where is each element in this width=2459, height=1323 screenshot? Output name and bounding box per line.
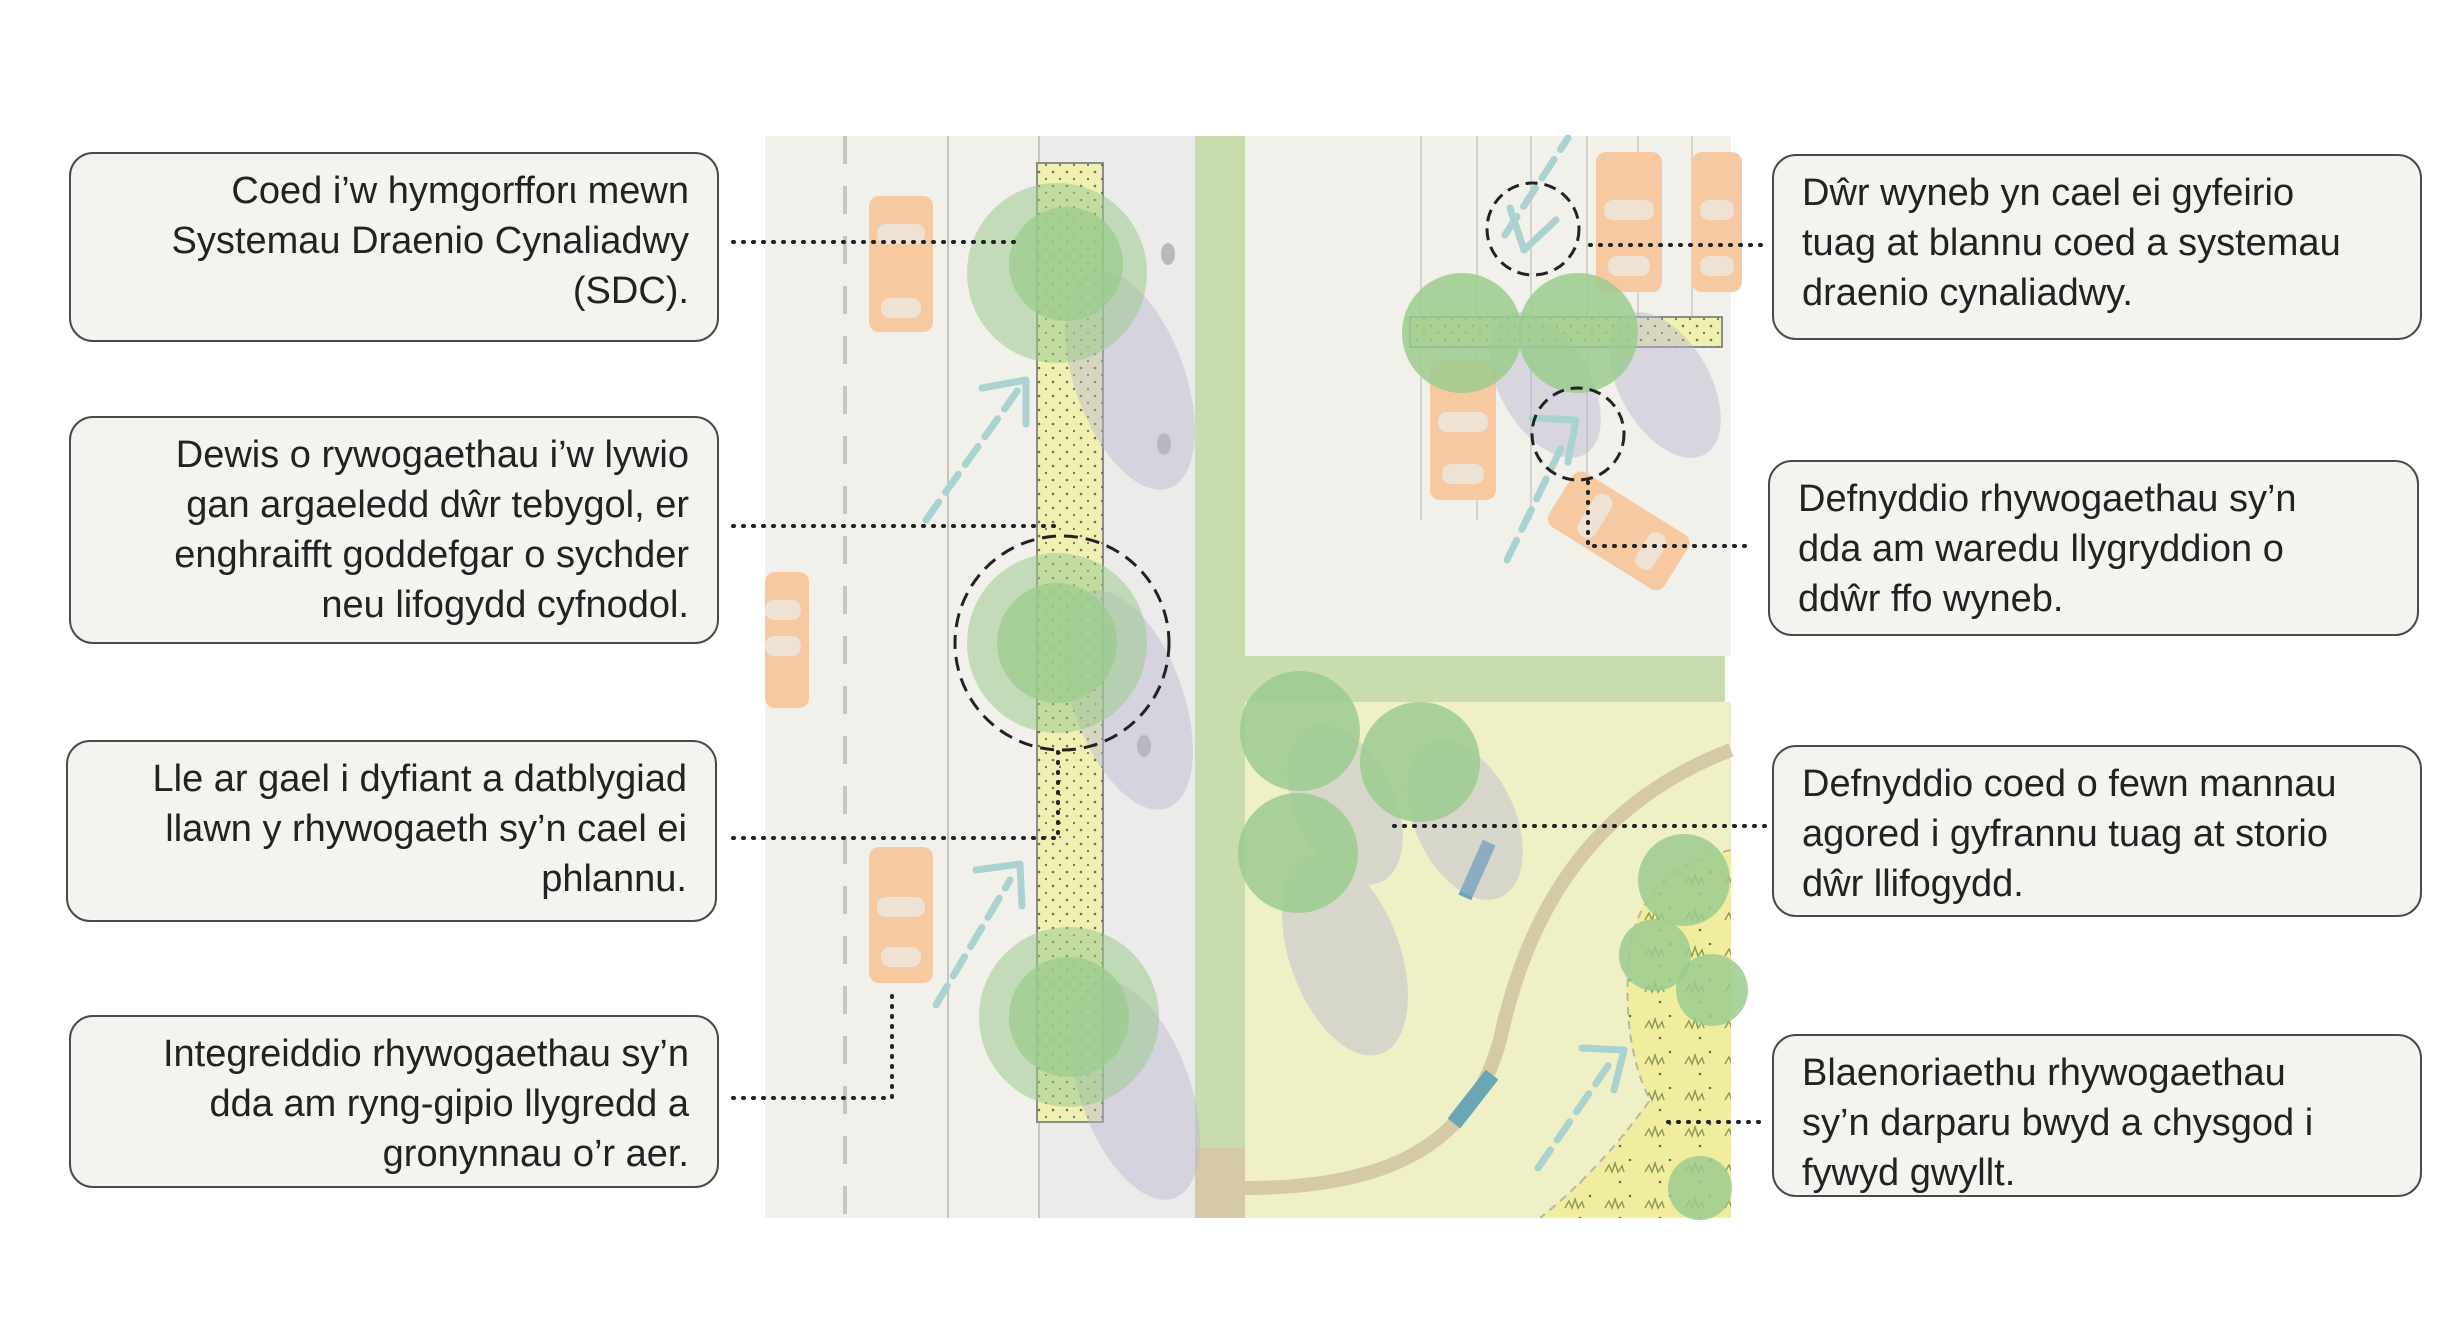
callout-text-line: Blaenoriaethu rhywogaethau: [1802, 1052, 2286, 1094]
open-space-tree: [1360, 702, 1480, 822]
callout-growth-space: Lle ar gael i dyfiant a datblygiad llawn…: [66, 740, 717, 922]
callout-text-line: fywyd gwyllt.: [1802, 1152, 2016, 1194]
path-gap: [1195, 1148, 1245, 1218]
bench: [1447, 1069, 1499, 1129]
callout-text-line: agored i gyfrannu tuag at storio: [1802, 813, 2329, 855]
callout-text-line: llawn y rhywogaeth sy’n cael ei: [165, 808, 687, 850]
bollard: [1137, 735, 1151, 757]
leader-lines: [731, 240, 1770, 1124]
street-tree: [979, 927, 1159, 1107]
street-tree: [967, 553, 1147, 733]
callout-text-line: gronynnau o’r aer.: [382, 1133, 689, 1175]
callout-text-line: draenio cynaliadwy.: [1802, 272, 2133, 314]
curved-footpath: [1244, 743, 1734, 1195]
callout-text-line: tuag at blannu coed a systemau: [1802, 222, 2341, 264]
callout-flood-storage: Defnyddio coed o fewn mannau agored i gy…: [1772, 745, 2422, 917]
car-park-tree: [1518, 273, 1638, 393]
callout-text-line: Defnyddio coed o fewn mannau: [1802, 763, 2337, 805]
parked-car: [869, 847, 933, 983]
grass-verge: [1195, 136, 1245, 1218]
bollard: [1161, 243, 1175, 265]
callout-text-line: Dewis o rywogaethau i’w lywio: [175, 434, 689, 476]
callout-surface-water: Dŵr wyneb yn cael ei gyfeirio tuag at bl…: [1772, 154, 2422, 340]
parked-car: [1430, 360, 1496, 500]
site-plan: [765, 134, 1748, 1220]
callout-text-line: (SDC).: [572, 270, 689, 312]
parked-car: [1692, 152, 1742, 292]
callout-text-line: neu lifogydd cyfnodol.: [321, 584, 689, 626]
water-flow-arrowhead: [972, 204, 1628, 1094]
meadow-tree: [1619, 919, 1691, 991]
callout-text-line: enghraifft goddefgar o sychder: [174, 534, 689, 576]
bench: [1458, 839, 1496, 901]
highlight-circle: [1530, 386, 1626, 482]
callout-text-line: dda am ryng-gipio llygredd a: [209, 1083, 690, 1125]
open-space-tree: [1238, 793, 1358, 913]
manoeuvring-car: [1547, 471, 1690, 591]
callout-text-line: ddŵr ffo wyneb.: [1798, 578, 2064, 620]
meadow-tree: [1638, 834, 1730, 926]
car-park-tree: [1402, 273, 1522, 393]
highlight-circle: [953, 534, 1171, 752]
callout-text-line: Coed i’w hymgorfforι mewn: [231, 170, 689, 212]
callout-text-line: gan argaeledd dŵr tebygol, er: [186, 484, 689, 526]
callout-text-line: Systemau Draenio Cynaliadwy: [171, 220, 689, 262]
callout-species-water: Dewis o rywogaethau i’w lywio gan argael…: [69, 416, 719, 644]
bollard: [1157, 433, 1171, 455]
callout-text-line: dŵr llifogydd.: [1802, 863, 2024, 905]
callout-text-line: dda am waredu llygryddion o: [1798, 528, 2284, 570]
callout-text-line: Integreiddio rhywogaethau sy’n: [162, 1033, 689, 1075]
callout-wildlife: Blaenoriaethu rhywogaethau sy’n darparu …: [1772, 1034, 2422, 1197]
moving-car: [765, 572, 809, 708]
meadow-tree: [1668, 1156, 1732, 1220]
meadow-tree: [1676, 954, 1748, 1026]
leader-line: [731, 988, 894, 1100]
callout-suds-trees: Coed i’w hymgorfforι mewn Systemau Draen…: [69, 152, 719, 342]
parked-car: [869, 196, 933, 332]
callout-text-line: sy’n darparu bwyd a chysgod i: [1802, 1102, 2314, 1144]
highlight-circle: [1485, 181, 1581, 277]
open-space-tree: [1240, 671, 1360, 791]
callout-text-line: phlannu.: [541, 858, 687, 900]
callout-air-pollution: Integreiddio rhywogaethau sy’n dda am ry…: [69, 1015, 719, 1188]
parked-car: [1596, 152, 1662, 292]
street-tree: [967, 183, 1147, 363]
leader-line: [731, 750, 1060, 840]
callout-pollutant-removal: Defnyddio rhywogaethau sy’n dda am wared…: [1768, 460, 2419, 636]
callout-text-line: Lle ar gael i dyfiant a datblygiad: [152, 758, 687, 800]
callout-text-line: Dŵr wyneb yn cael ei gyfeirio: [1802, 172, 2295, 214]
callout-text-line: Defnyddio rhywogaethau sy’n: [1798, 478, 2297, 520]
leader-line: [1586, 480, 1754, 548]
